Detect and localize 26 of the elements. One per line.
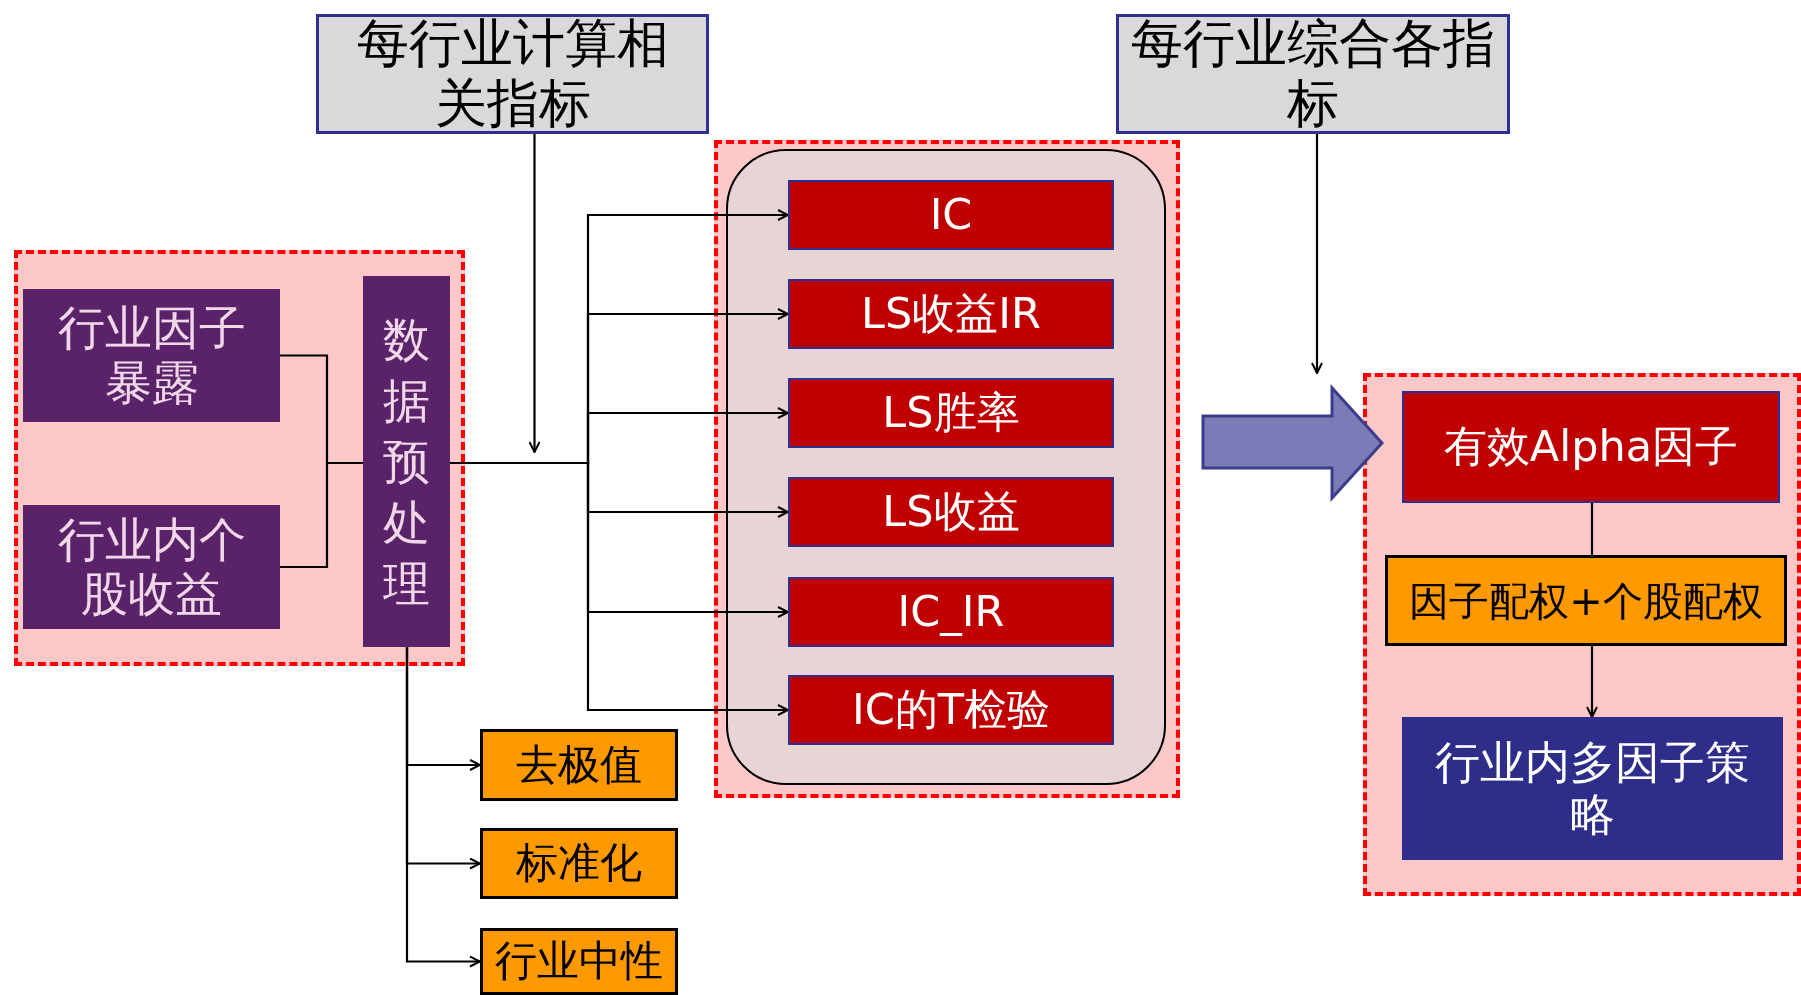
step-box: 去极值 xyxy=(480,729,678,801)
step-box: 行业中性 xyxy=(480,928,678,995)
connector-arrow xyxy=(405,647,481,968)
factor-box: 行业内个股收益 xyxy=(23,505,280,629)
strategy-box: 行业内多因子策略 xyxy=(1402,717,1783,860)
metric-box: IC_IR xyxy=(788,577,1114,647)
preprocess-box: 数据预处理 xyxy=(363,276,450,647)
result-box: 有效Alpha因子 xyxy=(1402,391,1780,503)
factor-box: 行业因子暴露 xyxy=(23,289,280,422)
metric-box: LS收益IR xyxy=(788,279,1114,349)
step-box: 标准化 xyxy=(480,828,678,899)
dashed-panel xyxy=(1363,373,1801,896)
dashed-panel xyxy=(14,250,465,666)
connector-arrow xyxy=(1311,134,1323,374)
connector-line xyxy=(1590,503,1594,555)
heading-box: 每行业综合各指标 xyxy=(1116,14,1510,134)
weighting-box: 因子配权+个股配权 xyxy=(1385,555,1787,646)
connector-arrow xyxy=(528,134,541,453)
metric-box: LS收益 xyxy=(788,477,1114,547)
metric-box: IC xyxy=(788,180,1114,250)
metric-box: LS胜率 xyxy=(788,378,1114,448)
connector-line xyxy=(280,461,363,569)
metric-box: IC的T检验 xyxy=(788,675,1114,745)
heading-box: 每行业计算相关指标 xyxy=(316,14,709,134)
block-arrow xyxy=(1201,384,1385,502)
connector-arrow xyxy=(1586,646,1598,718)
